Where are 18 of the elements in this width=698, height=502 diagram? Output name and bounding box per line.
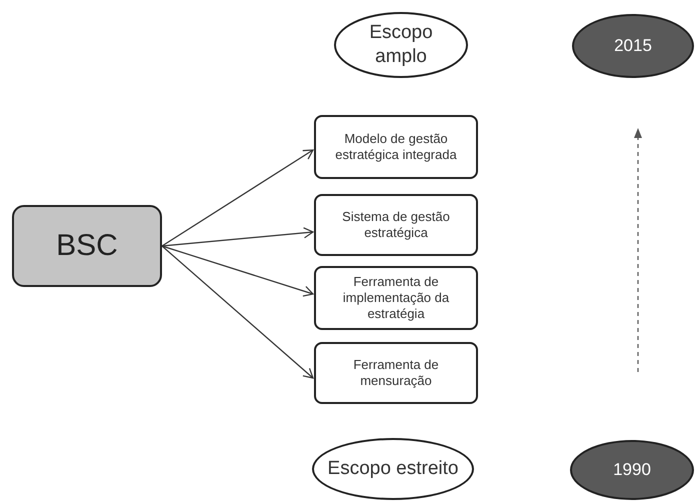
node-label: Escopo estreito bbox=[328, 457, 458, 481]
node-label: Escopo amplo bbox=[368, 21, 434, 69]
node-label: Modelo de gestão estratégica integrada bbox=[334, 130, 458, 164]
arrow bbox=[162, 246, 314, 379]
node-label: BSC bbox=[56, 228, 118, 264]
process-box bbox=[314, 342, 478, 404]
node-label: Ferramenta de mensuração bbox=[352, 356, 440, 390]
arrow bbox=[162, 227, 314, 247]
arrow bbox=[162, 149, 314, 246]
process-box bbox=[314, 194, 478, 256]
process-box bbox=[314, 115, 478, 179]
arrow bbox=[162, 245, 314, 297]
node-label: 1990 bbox=[613, 459, 651, 481]
main-box bbox=[12, 205, 162, 287]
process-box bbox=[314, 266, 478, 330]
node-label: 2015 bbox=[614, 35, 652, 57]
node-label: Sistema de gestão estratégica bbox=[341, 208, 451, 242]
node-label: Ferramenta de implementação da estratégia bbox=[342, 274, 450, 322]
